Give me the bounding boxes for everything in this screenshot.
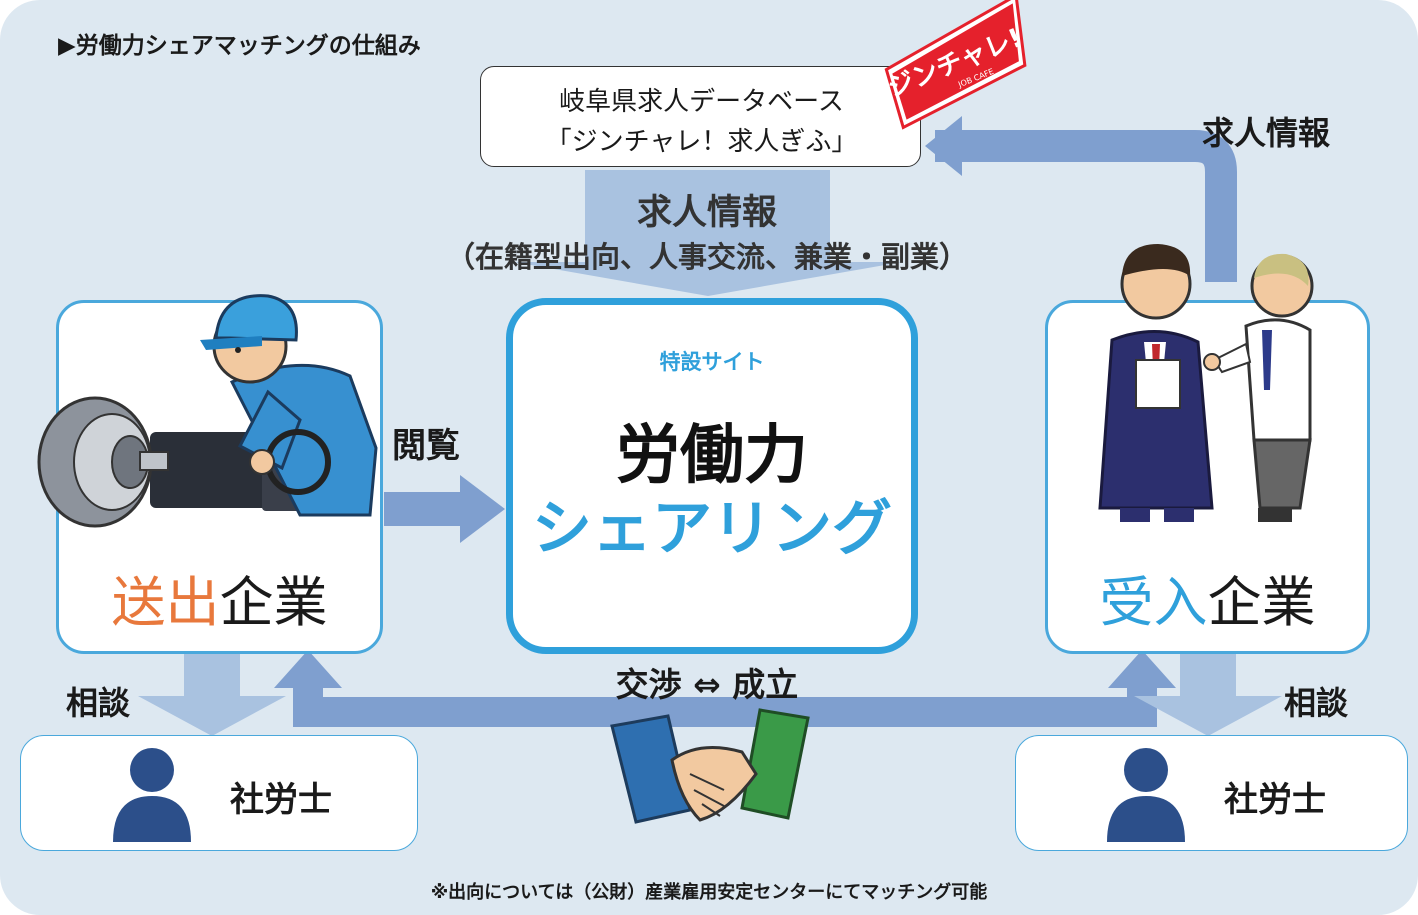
footnote: ※出向については（公財）産業雇用安定センターにてマッチング可能 bbox=[430, 882, 988, 903]
labor-sharing-title-line1: 労働力 bbox=[616, 419, 808, 493]
consult-label-right: 相談 bbox=[1284, 684, 1349, 722]
special-site-tag: 特設サイト bbox=[659, 350, 765, 374]
sender-prefix: 送出 bbox=[111, 571, 220, 634]
consult-label-left: 相談 bbox=[66, 684, 131, 722]
sharoshi-label-right: 社労士 bbox=[1224, 780, 1326, 820]
receiver-company-label: 受入企業 bbox=[1045, 558, 1370, 637]
browse-arrow-shaft bbox=[384, 492, 460, 526]
database-line2: 「ジンチャレ！求人ぎふ」 bbox=[545, 127, 858, 157]
browse-label: 閲覧 bbox=[392, 426, 460, 466]
labor-sharing-site-box bbox=[506, 298, 918, 654]
negotiation-arrowhead-right bbox=[1108, 650, 1176, 688]
sharoshi-box-left bbox=[20, 735, 418, 851]
job-info-types: （在籍型出向、人事交流、兼業・副業） bbox=[445, 240, 968, 274]
consult-arrow-left bbox=[138, 654, 286, 736]
sharoshi-box-right bbox=[1015, 735, 1408, 851]
receiver-suffix: 企業 bbox=[1207, 571, 1316, 634]
job-info-up-arrow bbox=[935, 130, 1237, 282]
job-info-up-arrowhead bbox=[925, 116, 962, 176]
sender-company-label: 送出企業 bbox=[56, 558, 383, 637]
person-icon bbox=[1107, 748, 1185, 842]
negotiation-arrowhead-left bbox=[274, 650, 342, 688]
browse-arrow-head bbox=[460, 475, 505, 543]
person-icon bbox=[113, 748, 191, 842]
sender-suffix: 企業 bbox=[219, 571, 328, 634]
negotiation-label: 交渉 ⇔ 成立 bbox=[615, 665, 799, 704]
diagram-heading: ▶労働力シェアマッチングの仕組み bbox=[58, 33, 421, 59]
receiver-prefix: 受入 bbox=[1099, 571, 1208, 634]
job-info-label-center: 求人情報 bbox=[636, 193, 777, 233]
job-info-down-arrow bbox=[514, 170, 902, 296]
job-info-label-right: 求人情報 bbox=[1202, 114, 1331, 152]
labor-sharing-title-line2: シェアリング bbox=[532, 494, 892, 564]
database-line1: 岐阜県求人データベース bbox=[559, 87, 844, 117]
consult-arrow-right bbox=[1134, 654, 1282, 736]
job-database-box: 岐阜県求人データベース 「ジンチャレ！求人ぎふ」 bbox=[480, 66, 921, 167]
sharoshi-label-left: 社労士 bbox=[230, 780, 332, 820]
